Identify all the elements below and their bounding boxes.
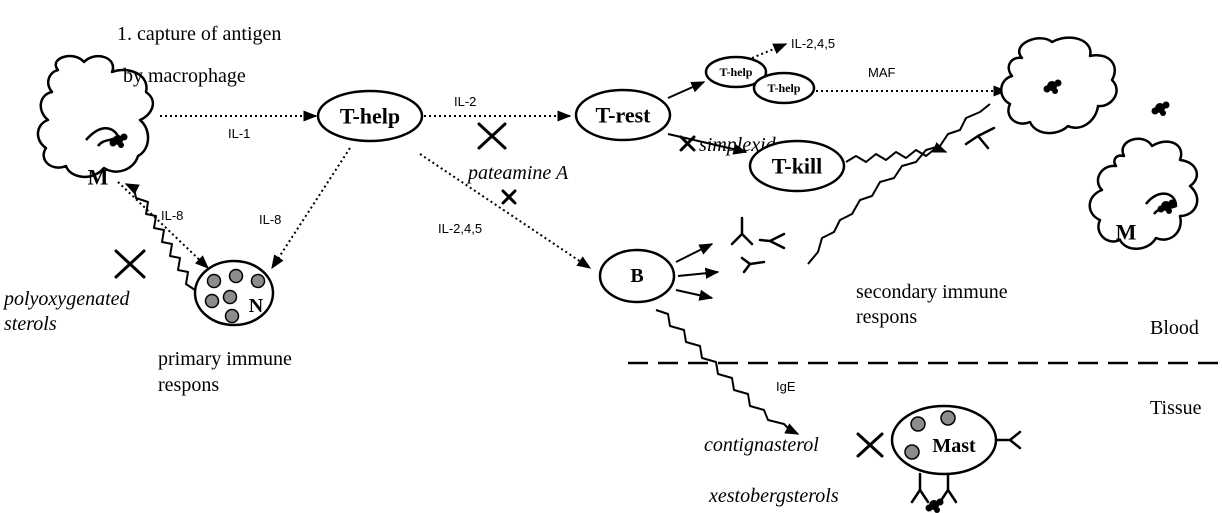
secondary-label-line1: secondary immune	[856, 281, 1008, 303]
antibody-icon	[730, 216, 754, 246]
granule	[940, 410, 956, 426]
granule	[224, 308, 240, 324]
arrow-thelp-to-neutrophil	[271, 147, 351, 270]
antibody-icon	[910, 472, 930, 504]
polyoxygenated-label-line2: sterols	[4, 313, 57, 335]
granule	[910, 416, 926, 432]
t-help-small-label-2: T-help	[768, 81, 801, 95]
arrow-trest-to-thelp-small	[667, 81, 706, 99]
wavy-tkill-to-antibody	[845, 142, 948, 163]
blood-label: Blood	[1150, 317, 1199, 339]
macrophage-right-bottom-shape	[1088, 137, 1199, 250]
granule	[228, 268, 244, 284]
b-cell-label: B	[630, 265, 643, 287]
il245-top-label: IL-2,4,5	[791, 36, 835, 51]
antigen-icon	[1043, 79, 1062, 94]
wavy-neutrophil-to-macrophage	[124, 183, 196, 291]
il8-left-label: IL-8	[161, 208, 183, 223]
t-help-small-cell-2	[752, 71, 816, 105]
arrow-thelp-to-b	[419, 153, 592, 269]
inhibition-cross-icon	[856, 432, 884, 458]
macrophage-left-shape	[36, 54, 155, 178]
antibody-icon	[938, 472, 958, 504]
antigen-icon	[1151, 101, 1170, 116]
t-help-label: T-help	[340, 104, 400, 129]
antigen-icon	[1157, 199, 1176, 214]
arrow-b-to-antibody-2	[677, 267, 720, 279]
arrow-macrophage-to-neutrophil	[117, 181, 210, 269]
arrow-b-to-antibody-1	[675, 243, 714, 263]
t-help-small-cell-1	[704, 55, 768, 89]
inhibition-cross-icon	[477, 122, 507, 150]
granule	[204, 293, 220, 309]
antibody-icon	[740, 256, 766, 274]
macrophage-right-label: M	[1116, 220, 1137, 245]
antigen-icon	[109, 133, 128, 148]
arrow-trest-to-tkill	[667, 133, 748, 155]
t-kill-label: T-kill	[772, 154, 823, 179]
granule	[904, 444, 920, 460]
polyoxygenated-label-line1: polyoxygenated	[2, 288, 130, 310]
maf-label: MAF	[868, 65, 896, 80]
wavy-antibody-to-macrophage	[807, 103, 991, 265]
primary-label-line1: primary immune	[158, 348, 292, 370]
il2-label: IL-2	[454, 94, 476, 109]
t-help-cell	[316, 89, 424, 143]
mast-label: Mast	[932, 435, 976, 457]
arrow-b-to-antibody-3	[675, 289, 714, 301]
il8-right-label: IL-8	[259, 212, 281, 227]
capture-label-line1: 1. capture of antigen	[117, 23, 281, 45]
wavy-b-to-mast	[655, 309, 800, 435]
ige-label: IgE	[776, 379, 796, 394]
contignasterol-label: contignasterol	[704, 434, 819, 456]
neutrophil-label: N	[249, 295, 264, 317]
antibody-icon	[964, 126, 996, 150]
secondary-label-line2: respons	[856, 306, 917, 328]
inhibition-cross-icon	[501, 189, 517, 205]
t-rest-cell	[574, 88, 672, 142]
t-help-small-label-1: T-help	[720, 65, 753, 79]
antibody-icon	[758, 232, 786, 250]
antigen-icon	[925, 498, 944, 513]
tissue-label: Tissue	[1150, 397, 1202, 419]
capture-label-line2: by macrophage	[123, 65, 246, 87]
granule	[250, 273, 266, 289]
inhibition-cross-icon	[114, 249, 146, 279]
granule	[206, 273, 222, 289]
primary-label-line2: respons	[158, 374, 219, 396]
il1-label: IL-1	[228, 126, 250, 141]
antibody-icon	[994, 430, 1022, 450]
xestobergsterols-label: xestobergsterols	[708, 485, 839, 507]
arrow-thelp-small-to-il245	[751, 43, 788, 59]
pateamine-label: pateamine A	[466, 162, 569, 184]
t-rest-label: T-rest	[596, 103, 652, 128]
macrophage-left-label: M	[88, 165, 109, 190]
t-kill-cell	[748, 139, 846, 193]
granule	[222, 289, 238, 305]
il245-mid-label: IL-2,4,5	[438, 221, 482, 236]
b-cell	[598, 248, 676, 304]
